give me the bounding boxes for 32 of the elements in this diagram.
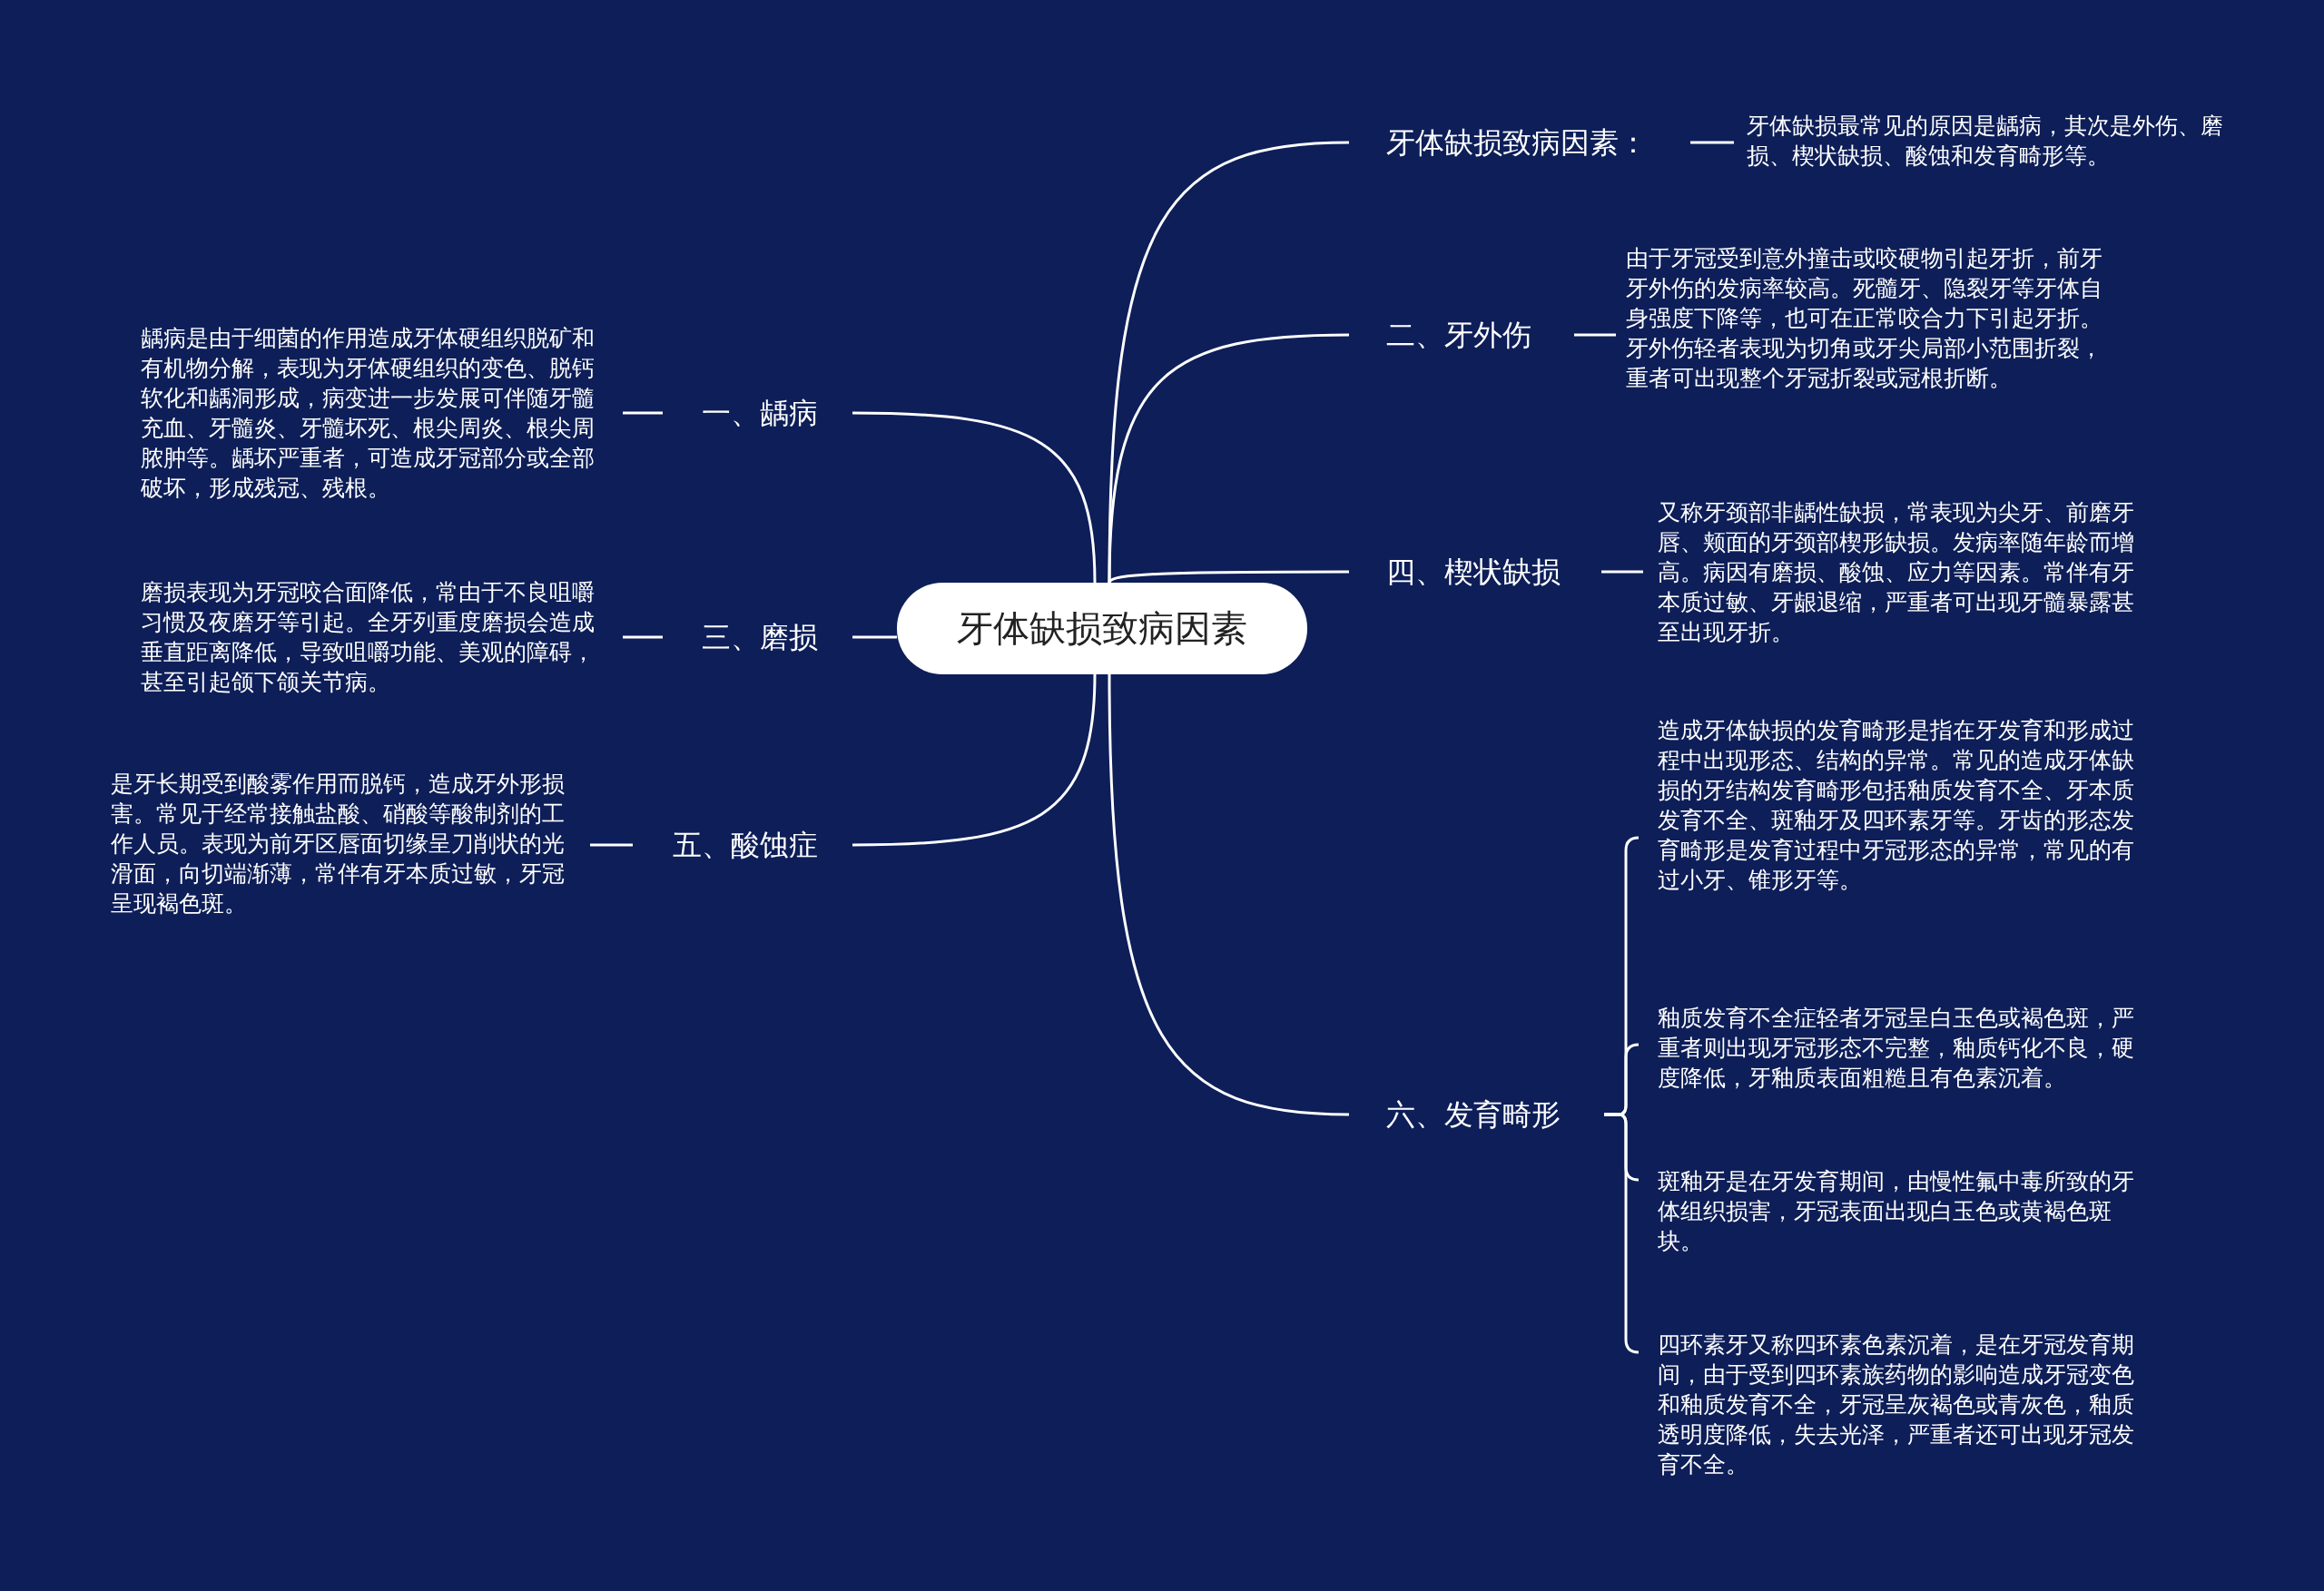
note-text: 四环素牙又称四环素色素沉着，是在牙冠发育期间，由于受到四环素族药物的影响造成牙冠变色和釉质发育不全，牙冠呈灰褐色或青灰色，釉质透明度降低，失去光泽，严重者还可出现牙冠发育不全。 — [1639, 1330, 2138, 1482]
note-text: 牙体缺损最常见的原因是龋病，其次是外伤、磨损、楔状缺损、酸蚀和发育畸形等。 — [1734, 111, 2229, 174]
branch-curve — [852, 673, 1097, 847]
connector-line — [1574, 333, 1616, 337]
note-text: 磨损表现为牙冠咬合面降低，常由于不良咀嚼习惯及夜磨牙等引起。全牙列重度磨损会造成垂直距离降低，导致咀嚼功能、美观的障碍，甚至引起颌下颌关节病。 — [136, 577, 623, 699]
bracket-line — [1604, 1113, 1640, 1354]
branch-topic: 一、龋病 — [663, 390, 852, 436]
connector-line — [1690, 141, 1734, 144]
branch-curve — [1108, 333, 1350, 584]
note-text: 是牙长期受到酸雾作用而脱钙，造成牙外形损害。常见于经常接触盐酸、硝酸等酸制剂的工作人员。表现为前牙区唇面切缘呈刀削状的光滑面，向切端渐薄，常伴有牙本质过敏，牙冠呈现褐色斑。 — [106, 769, 590, 921]
branch-curve — [1108, 141, 1350, 584]
branch-curve — [1108, 673, 1350, 1116]
connector-line — [623, 411, 663, 415]
branch-topic: 牙体缺损致病因素： — [1349, 120, 1690, 165]
connector-line — [1601, 570, 1643, 574]
branch-topic: 三、磨损 — [663, 614, 852, 660]
branch-curve — [1108, 570, 1349, 584]
branch-curve — [852, 635, 897, 639]
central-topic-box: 牙体缺损致病因素 — [897, 583, 1307, 674]
branch-topic: 五、酸蚀症 — [633, 822, 852, 868]
note-text: 造成牙体缺损的发育畸形是指在牙发育和形成过程中出现形态、结构的异常。常见的造成牙体缺损的牙结构发育畸形包括釉质发育不全、牙本质发育不全、斑釉牙及四环素牙等。牙齿的形态发育畸形是发育过程中牙冠形态的异常，常见的有过小牙、锥形牙等。 — [1639, 715, 2138, 957]
note-text: 斑釉牙是在牙发育期间，由慢性氟中毒所致的牙体组织损害，牙冠表面出现白玉色或黄褐色斑块。 — [1639, 1166, 2138, 1259]
note-text: 龋病是由于细菌的作用造成牙体硬组织脱矿和有机物分解，表现为牙体硬组织的变色、脱钙软化和龋洞形成，病变进一步发展可伴随牙髓充血、牙髓炎、牙髓坏死、根尖周炎、根尖周脓肿等。龋坏严重者，可造成牙冠部分或全部破坏，形成残冠、残根。 — [136, 323, 623, 505]
connector-line — [623, 635, 663, 639]
branch-topic: 六、发育畸形 — [1349, 1092, 1604, 1137]
branch-curve — [852, 411, 1097, 584]
branch-topic: 二、牙外伤 — [1349, 312, 1574, 358]
note-text: 又称牙颈部非龋性缺损，常表现为尖牙、前磨牙唇、颊面的牙颈部楔形缺损。发病率随年龄而增高。病因有磨损、酸蚀、应力等因素。常伴有牙本质过敏、牙龈退缩，严重者可出现牙髓暴露甚至出现牙折。 — [1643, 497, 2138, 650]
note-text: 由于牙冠受到意外撞击或咬硬物引起牙折，前牙牙外伤的发病率较高。死髓牙、隐裂牙等牙体自身强度下降等，也可在正常咬合力下引起牙折。牙外伤轻者表现为切角或牙尖局部小范围折裂，重者可出现整个牙冠折裂或冠根折断。 — [1616, 243, 2115, 456]
note-text: 釉质发育不全症轻者牙冠呈白玉色或褐色斑，严重者则出现牙冠形态不完整，釉质钙化不良，硬度降低，牙釉质表面粗糙且有色素沉着。 — [1639, 1003, 2138, 1095]
branch-topic: 四、楔状缺损 — [1349, 549, 1601, 594]
connector-line — [590, 843, 633, 847]
